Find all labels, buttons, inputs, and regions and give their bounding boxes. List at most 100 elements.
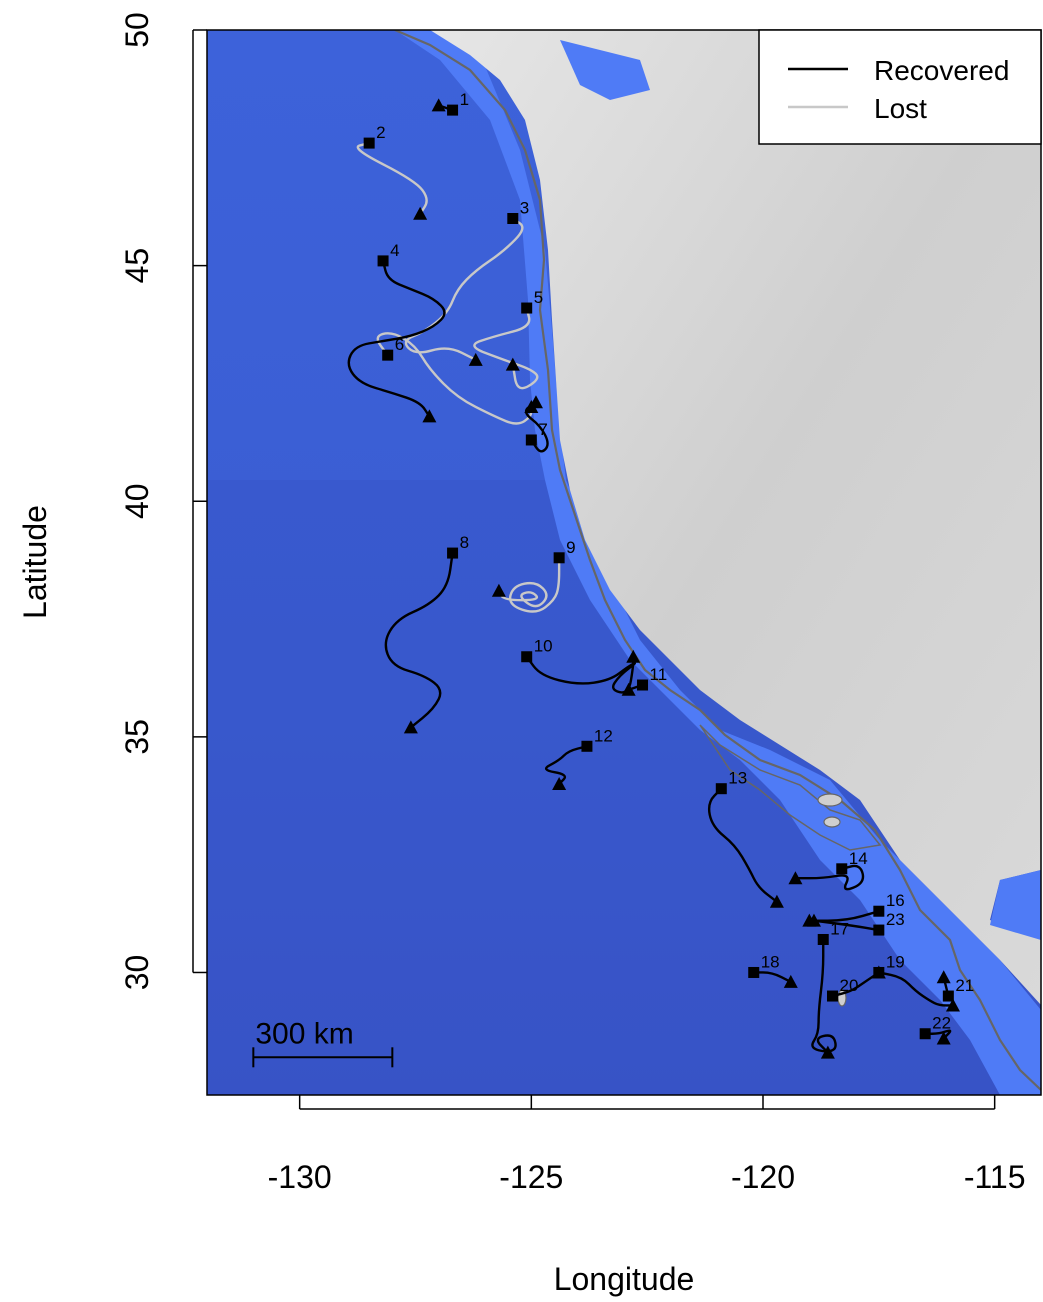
x-tick-label: -130 <box>268 1159 332 1195</box>
end-marker-4 <box>422 409 437 423</box>
start-marker-2 <box>363 137 375 149</box>
land-area <box>430 30 1041 1005</box>
track-13-recovered <box>707 787 779 903</box>
track-7-recovered <box>524 401 549 453</box>
track-label-20: 20 <box>840 976 859 995</box>
track-12-recovered <box>544 745 589 786</box>
track-label-5: 5 <box>534 288 543 307</box>
track-2-lost <box>356 141 428 215</box>
start-marker-17 <box>817 933 829 945</box>
legend-lost-label: Lost <box>874 93 927 124</box>
legend: Recovered Lost <box>758 29 1042 145</box>
track-label-22: 22 <box>932 1014 951 1033</box>
track-label-19: 19 <box>886 952 905 971</box>
start-marker-1 <box>447 104 459 116</box>
start-marker-3 <box>507 212 519 224</box>
shelf-contour <box>699 724 882 851</box>
start-marker-22 <box>919 1028 931 1040</box>
start-marker-23 <box>873 924 885 936</box>
start-marker-12 <box>581 740 593 752</box>
track-label-2: 2 <box>376 123 385 142</box>
legend-box <box>758 29 1042 145</box>
start-marker-9 <box>553 552 565 564</box>
track-label-21: 21 <box>955 976 974 995</box>
scale-bar: 300 km <box>252 1017 394 1068</box>
end-marker-11 <box>621 682 636 696</box>
track-6-lost <box>376 332 533 425</box>
end-marker-23 <box>806 913 821 927</box>
track-label-12: 12 <box>594 726 613 745</box>
end-marker-1 <box>431 98 446 112</box>
x-tick-label: -120 <box>731 1159 795 1195</box>
end-marker-7 <box>528 395 543 409</box>
plot-frame <box>206 29 1042 1096</box>
x-tick-label: -125 <box>499 1159 563 1195</box>
track-16-recovered <box>808 910 881 922</box>
track-label-17: 17 <box>830 919 849 938</box>
track-23-recovered <box>812 919 881 932</box>
end-marker-19 <box>945 998 960 1012</box>
end-marker-9 <box>491 583 506 597</box>
end-marker-10 <box>626 649 641 663</box>
end-marker-3 <box>468 352 483 366</box>
track-label-10: 10 <box>534 637 553 656</box>
track-label-16: 16 <box>886 891 905 910</box>
start-marker-20 <box>827 990 838 1002</box>
tracks-layer <box>347 98 960 1059</box>
track-label-4: 4 <box>390 241 399 260</box>
track-19-recovered <box>877 971 955 1007</box>
start-marker-11 <box>637 679 649 691</box>
start-marker-14 <box>836 863 848 875</box>
track-18-recovered <box>752 971 792 984</box>
end-marker-18 <box>783 974 798 988</box>
track-label-11: 11 <box>650 665 668 684</box>
legend-recovered-label: Recovered <box>874 55 1009 86</box>
island-contour <box>817 793 843 807</box>
start-marker-16 <box>873 905 885 917</box>
y-tick-label: 50 <box>119 12 155 48</box>
start-marker-18 <box>748 966 760 978</box>
end-marker-8 <box>403 720 418 734</box>
end-marker-20 <box>871 965 886 979</box>
track-label-1: 1 <box>460 90 469 109</box>
track-label-18: 18 <box>761 952 780 971</box>
track-9-lost <box>497 556 561 613</box>
inland-water <box>560 40 650 100</box>
end-marker-14 <box>788 871 803 885</box>
scale-bar-label: 300 km <box>255 1017 353 1050</box>
y-tick-label: 35 <box>119 719 155 755</box>
start-marker-8 <box>447 547 459 559</box>
x-tick-label: -115 <box>964 1159 1026 1195</box>
start-marker-5 <box>521 302 533 314</box>
y-tick-label: 40 <box>119 483 155 519</box>
end-marker-17 <box>820 1045 835 1059</box>
y-axis-label: Latitude <box>17 505 53 619</box>
end-marker-12 <box>552 776 567 790</box>
track-14-recovered <box>794 864 865 891</box>
end-marker-5 <box>505 357 520 371</box>
start-marker-6 <box>382 349 394 361</box>
end-marker-22 <box>936 1031 951 1045</box>
track-label-3: 3 <box>520 198 529 217</box>
continental-shelf <box>395 30 1041 1095</box>
start-marker-7 <box>525 434 537 446</box>
track-17-recovered <box>811 938 837 1054</box>
gulf-of-california <box>990 870 1041 940</box>
track-label-23: 23 <box>886 910 905 929</box>
track-22-recovered <box>923 1029 952 1040</box>
track-label-13: 13 <box>728 769 747 788</box>
track-5-lost <box>473 306 539 390</box>
start-marker-13 <box>715 783 727 795</box>
start-marker-4 <box>377 255 389 267</box>
track-20-recovered <box>831 971 881 998</box>
track-4-recovered <box>347 259 446 418</box>
start-marker-21 <box>942 990 954 1002</box>
start-marker-10 <box>521 651 533 663</box>
end-marker-21 <box>936 970 951 984</box>
end-marker-2 <box>413 206 428 220</box>
track-label-14: 14 <box>849 849 868 868</box>
track-label-7: 7 <box>538 420 547 439</box>
